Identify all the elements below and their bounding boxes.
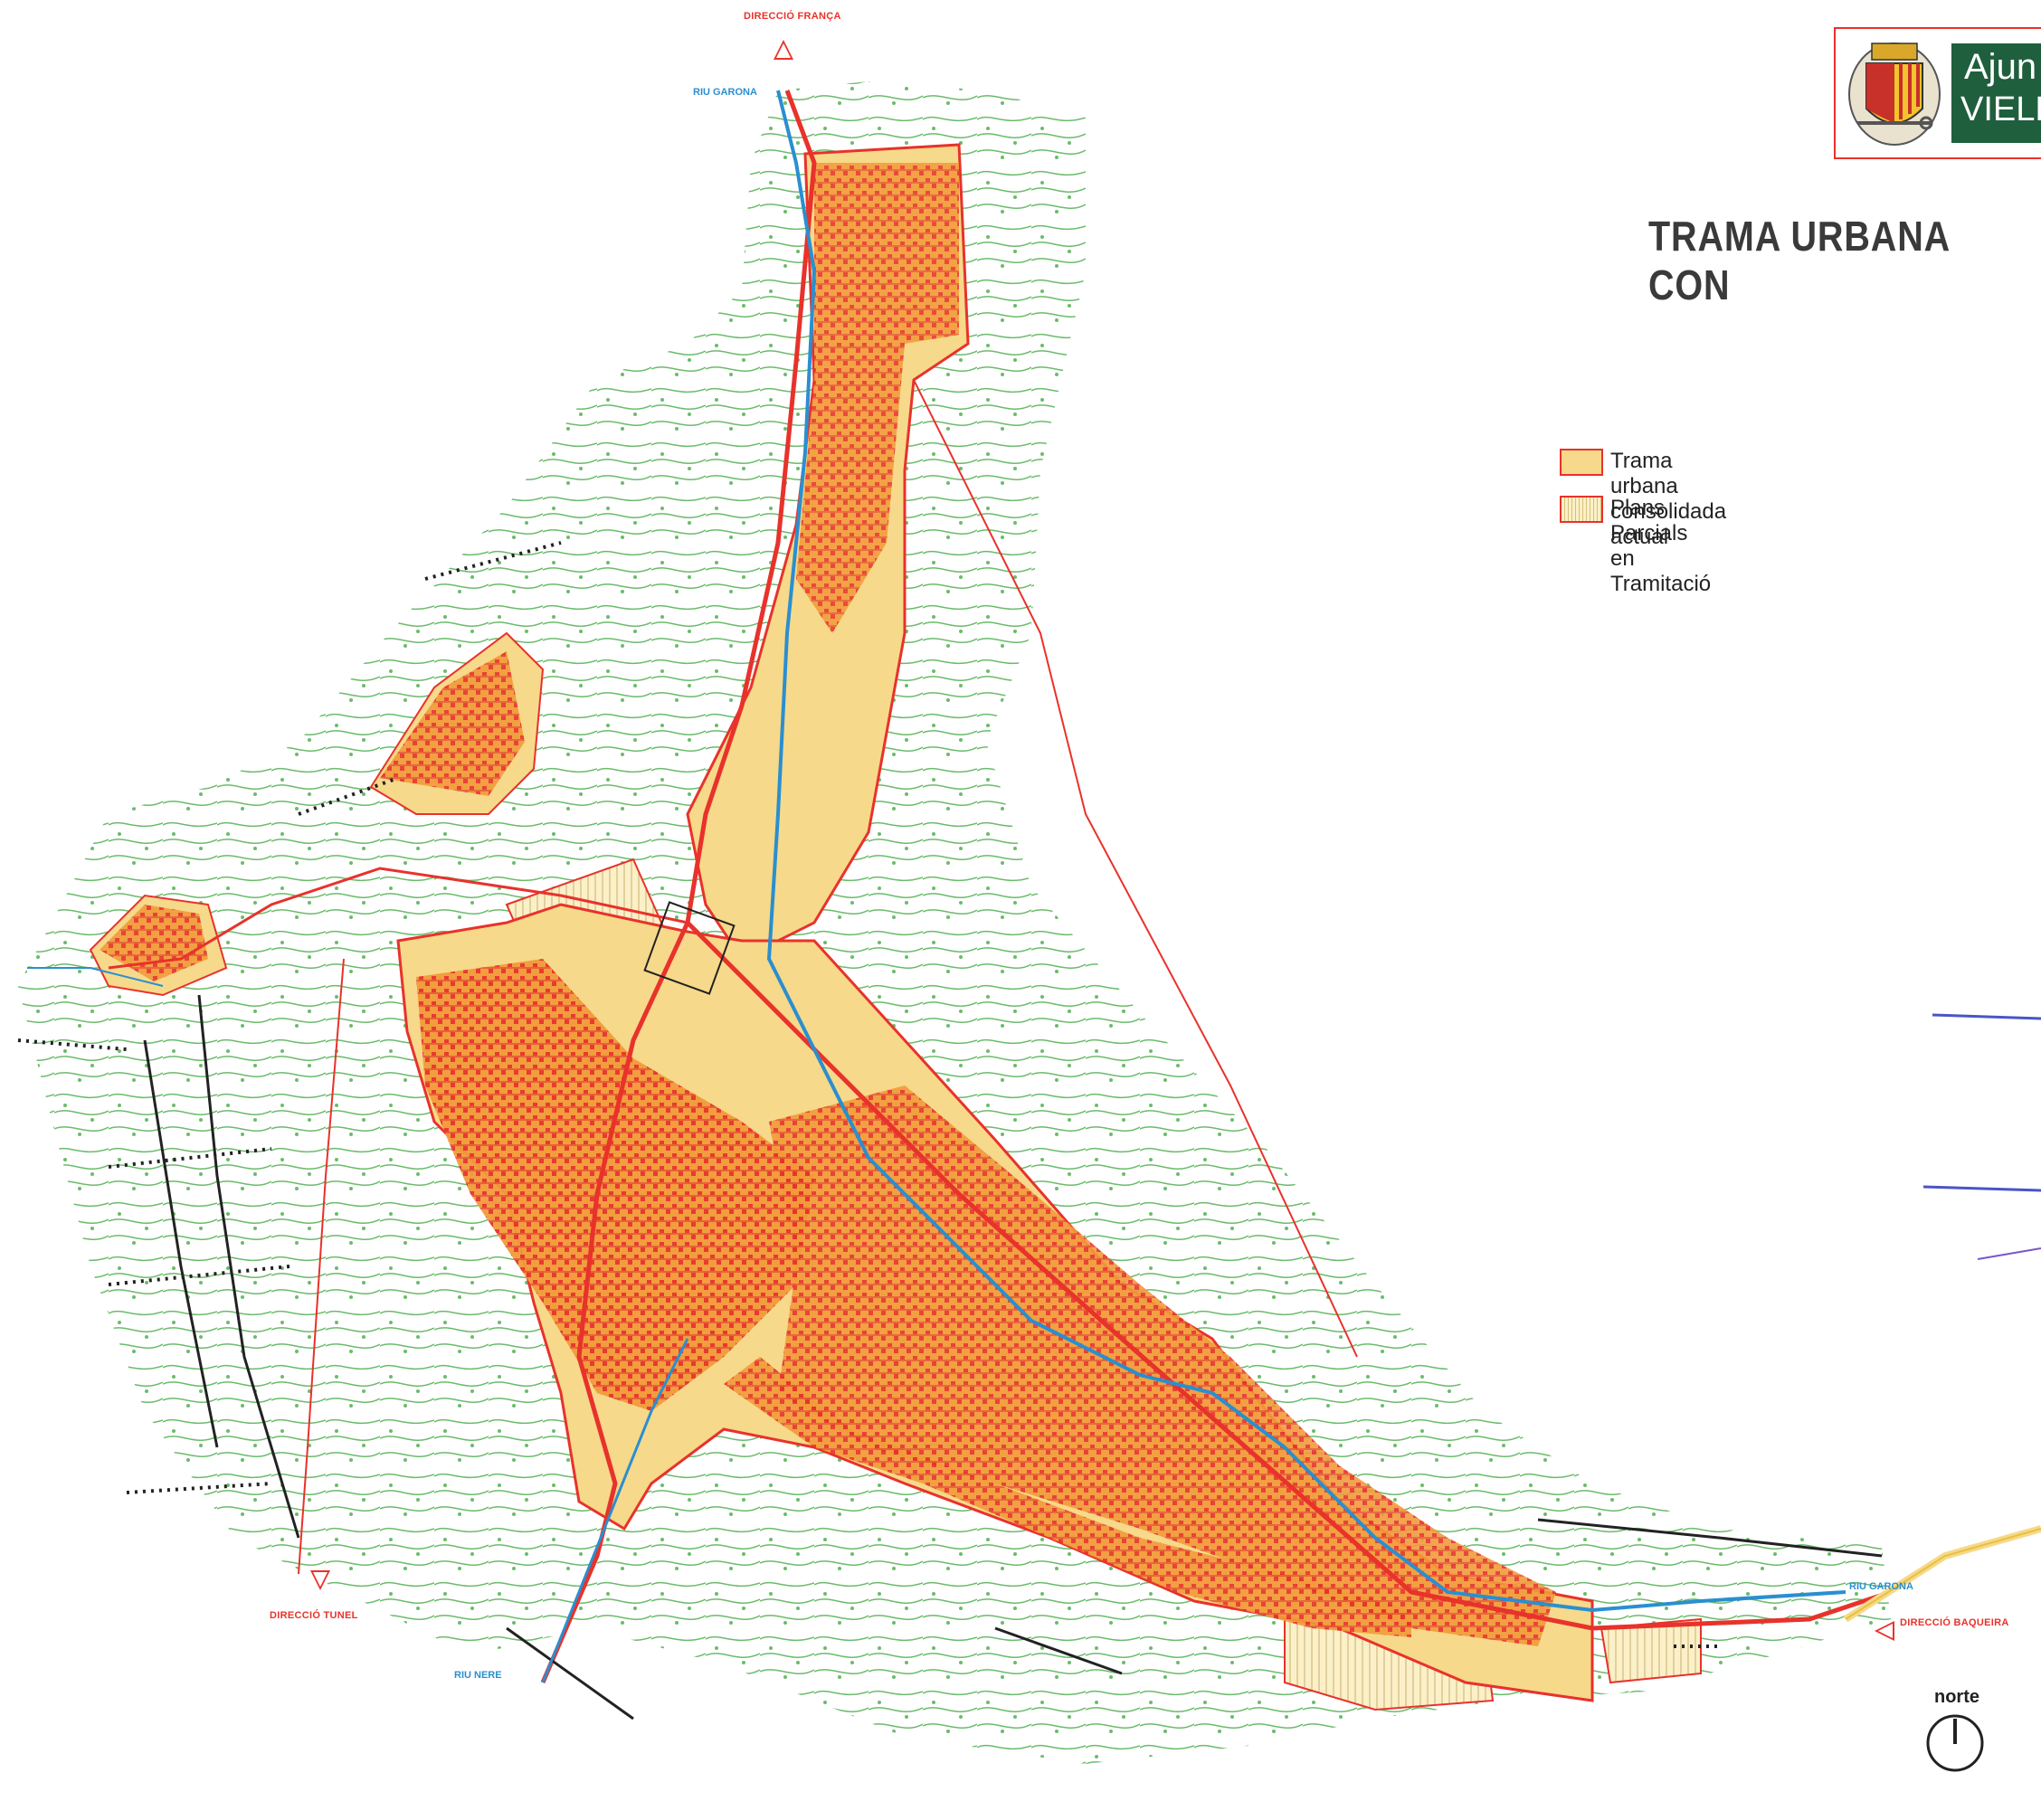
annotation-line-2: [1922, 1185, 2041, 1192]
main-road-east: [686, 921, 1892, 1631]
dark-roads: [143, 994, 1883, 1720]
river-nere: [541, 1338, 689, 1683]
dense-bottom: [724, 1357, 1411, 1637]
dense-north: [796, 163, 959, 633]
municipality-logo: Ajun VIELH: [1834, 27, 2041, 159]
direction-arrow-southwest-icon: [310, 1570, 330, 1590]
direction-arrow-east-icon: [1875, 1621, 1894, 1641]
north-arrow-icon: [1926, 1714, 1984, 1772]
river-label-nere: RIU NERE: [454, 1670, 502, 1681]
river-label-garona-north: RIU GARONA: [693, 87, 757, 98]
legend-label-partial-plans: Plans Parcials en Tramitació: [1610, 496, 1712, 596]
dotted-lines: [17, 541, 1719, 1648]
coat-of-arms-icon: [1848, 43, 1941, 146]
direction-arrow-north-icon: [774, 40, 793, 60]
direction-label-north: DIRECCIÓ FRANÇA: [744, 11, 841, 22]
dense-northwest: [380, 651, 525, 796]
annotation-line-3: [1977, 1247, 2041, 1260]
dense-core: [416, 959, 814, 1411]
map-title: TRAMA URBANA CON: [1648, 213, 1950, 308]
river-garona: [766, 90, 1846, 1613]
logo-text-line2: VIELH: [1960, 90, 2041, 128]
football-field: [643, 901, 736, 995]
partial-plan-east: [1600, 1617, 1702, 1684]
river-west: [27, 967, 164, 987]
road-east-straight: [913, 379, 1358, 1358]
terrain-contours: [18, 81, 1891, 1764]
direction-label-southwest: DIRECCIÓ TUNEL: [270, 1610, 358, 1621]
north-label: norte: [1934, 1687, 1979, 1707]
legend-swatch-partial-plans: [1560, 496, 1603, 523]
annotation-line-1: [1932, 1013, 2041, 1020]
direction-label-east: DIRECCIÓ BAQUEIRA: [1900, 1617, 2009, 1628]
logo-text-panel: Ajun VIELH: [1951, 43, 2041, 143]
legend-swatch-consolidated: [1560, 449, 1603, 476]
main-road-west: [108, 867, 688, 970]
dense-west: [100, 905, 208, 981]
river-label-garona-east: RIU GARONA: [1849, 1581, 1913, 1592]
logo-text-line1: Ajun: [1964, 47, 2037, 87]
road-tunnel: [298, 958, 345, 1575]
legend-label-consolidated: Trama urbana consolidada actual: [1610, 449, 1727, 549]
dense-east: [769, 1085, 1556, 1646]
